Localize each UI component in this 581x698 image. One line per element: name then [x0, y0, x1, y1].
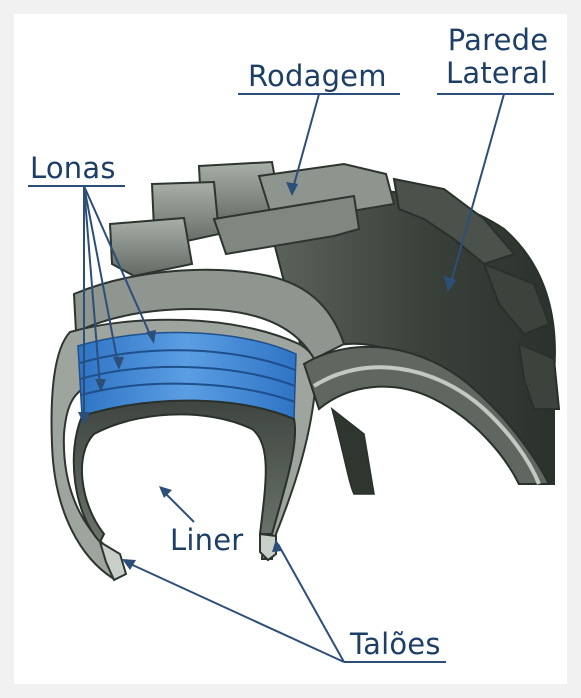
- label-lonas: Lonas: [30, 154, 116, 183]
- label-liner: Liner: [170, 526, 243, 555]
- label-taloes: Talões: [350, 630, 441, 659]
- inner-liner: [74, 401, 295, 542]
- label-parede-lateral: Parede Lateral: [446, 24, 548, 90]
- tread-lug: [110, 218, 192, 276]
- diagram-canvas: Rodagem Parede Lateral Lonas Liner Talõe…: [14, 14, 567, 684]
- tire-diagram: [14, 14, 567, 684]
- taloes-leader: [278, 544, 344, 662]
- taloes-leader: [126, 562, 344, 662]
- arrowhead: [159, 486, 172, 498]
- sidewall-lower: [332, 409, 374, 494]
- label-parede-lateral-line1: Parede: [446, 24, 548, 57]
- label-parede-lateral-line2: Lateral: [446, 57, 548, 90]
- label-rodagem: Rodagem: [248, 62, 387, 91]
